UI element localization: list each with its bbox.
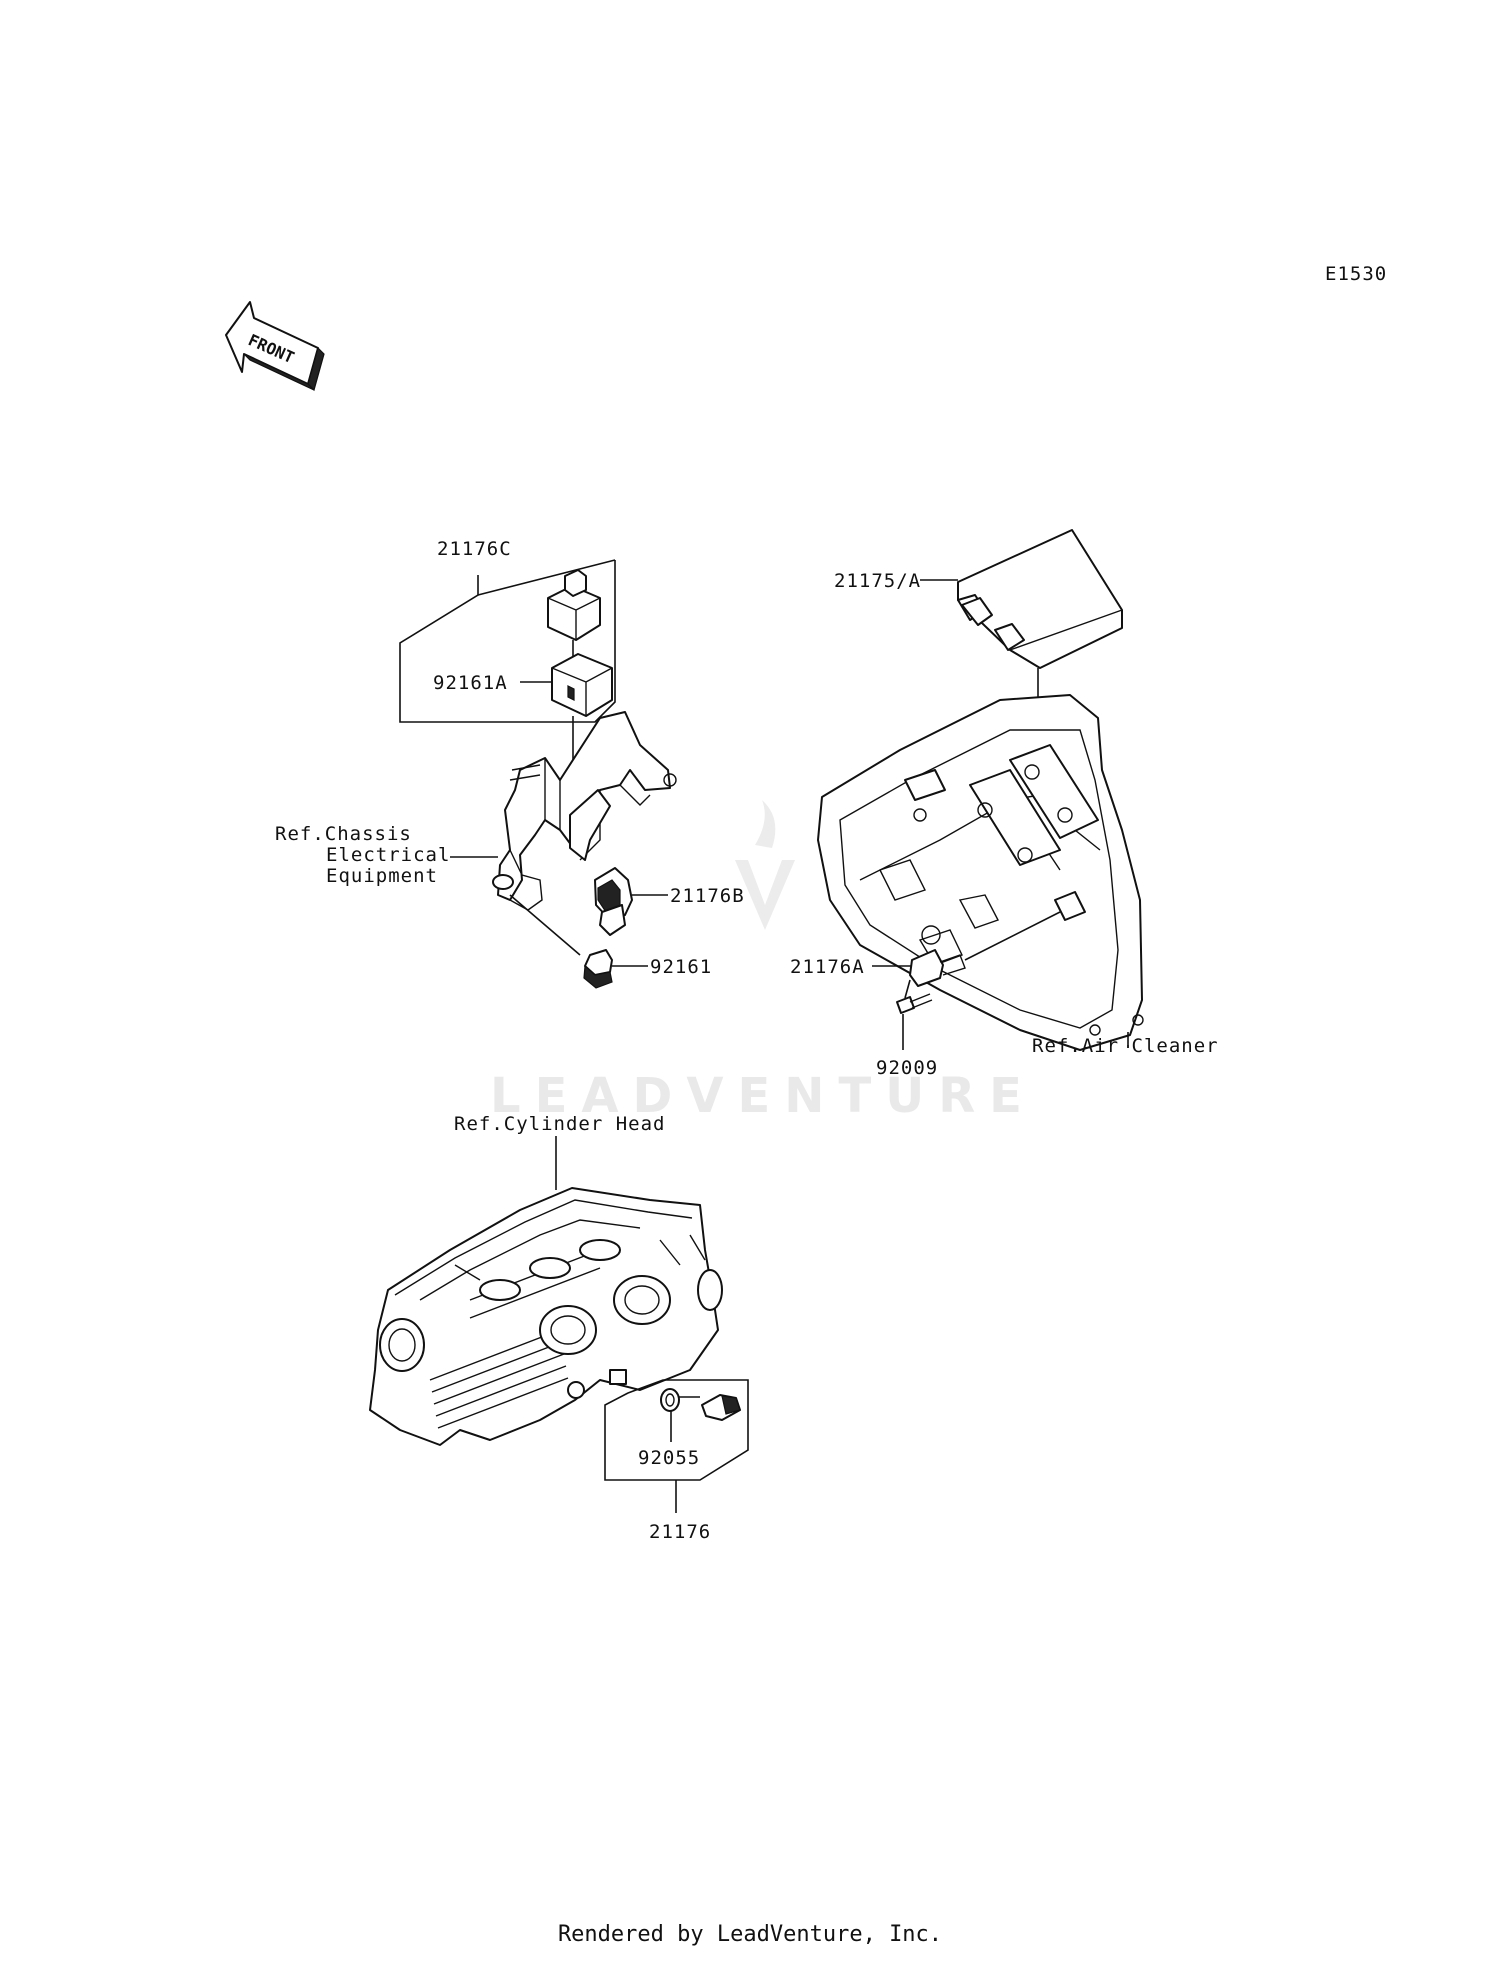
label-ref-chassis-line1: Ref.Chassis <box>275 823 412 845</box>
cylinder-head-assembly: Ref.Cylinder Head 92055 <box>369 1113 749 1543</box>
label-21176: 21176 <box>649 1521 711 1543</box>
bracket-assembly: 21176C 92161A Ref.Chassis Electrical Equ… <box>275 538 745 989</box>
label-21176B: 21176B <box>670 885 745 907</box>
watermark-text: LEADVENTURE <box>490 1068 1036 1124</box>
label-ref-air-cleaner: Ref.Air Cleaner <box>1032 1035 1219 1057</box>
label-21175A: 21175/A <box>834 570 921 592</box>
diagram-code: E1530 <box>1325 263 1387 285</box>
label-ref-chassis-line2: Electrical <box>326 844 450 866</box>
label-92161A: 92161A <box>433 672 508 694</box>
leadventure-watermark: LEADVENTURE <box>490 800 1036 1124</box>
label-21176C: 21176C <box>437 538 512 560</box>
label-21176A: 21176A <box>790 956 865 978</box>
label-92009: 92009 <box>876 1057 938 1079</box>
label-ref-chassis-line3: Equipment <box>326 865 438 887</box>
front-arrow-icon: FRONT <box>225 301 325 392</box>
footer-credit: Rendered by LeadVenture, Inc. <box>557 1922 943 1947</box>
label-ref-cylinder-head: Ref.Cylinder Head <box>454 1113 665 1135</box>
label-92161: 92161 <box>650 956 712 978</box>
label-92055: 92055 <box>638 1447 700 1469</box>
ecu-air-cleaner-assembly: 21175/A Ref.Air Cleaner 21176A <box>790 529 1219 1079</box>
